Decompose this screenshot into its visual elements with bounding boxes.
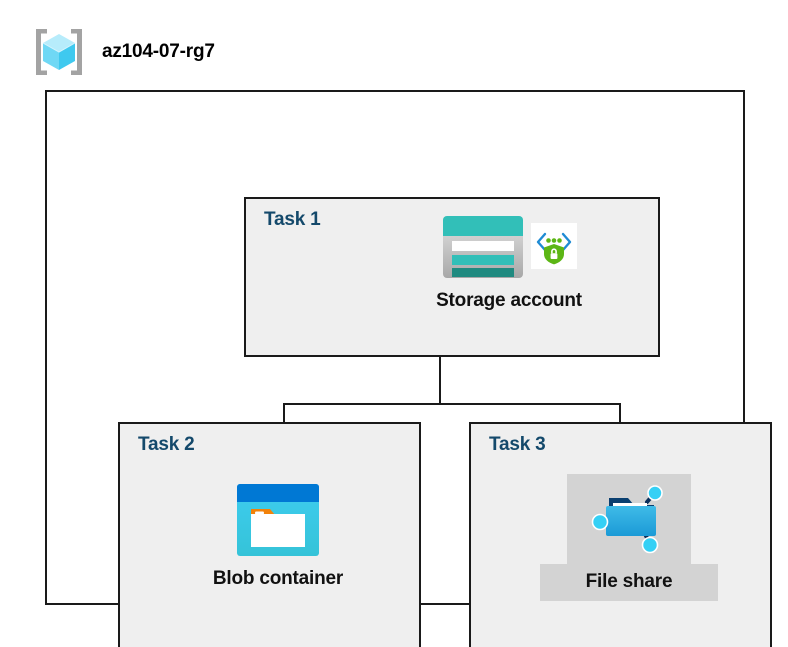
task-box-2[interactable]: Task 2 <box>118 422 421 647</box>
task-2-label: Task 2 <box>138 434 195 455</box>
resource-group-title: az104-07-rg7 <box>102 41 215 62</box>
storage-account-icon-group <box>441 212 577 280</box>
task-box-3[interactable]: Task 3 <box>469 422 772 647</box>
node-storage-account[interactable]: Storage account <box>394 212 624 312</box>
resource-group-cube-icon <box>36 29 82 75</box>
node-blob-container[interactable]: Blob container <box>198 482 358 590</box>
task-3-label: Task 3 <box>489 434 546 455</box>
resource-group-header: az104-07-rg7 <box>30 25 215 79</box>
blob-container-icon-group <box>235 482 321 558</box>
file-share-label: File share <box>539 564 719 601</box>
blob-container-icon <box>237 484 319 556</box>
resource-group-container: Task 1 <box>45 90 772 647</box>
storage-account-label: Storage account <box>436 290 582 311</box>
blob-container-label: Blob container <box>212 568 344 589</box>
storage-security-shield-icon <box>531 223 577 269</box>
connector-horizontal-bus <box>283 403 621 405</box>
file-share-icon-group <box>567 474 691 564</box>
storage-account-icon <box>443 216 523 278</box>
task-1-label: Task 1 <box>264 209 321 230</box>
task-box-1[interactable]: Task 1 <box>244 197 660 357</box>
node-file-share[interactable]: File share <box>539 474 719 601</box>
file-share-icon <box>591 485 663 554</box>
